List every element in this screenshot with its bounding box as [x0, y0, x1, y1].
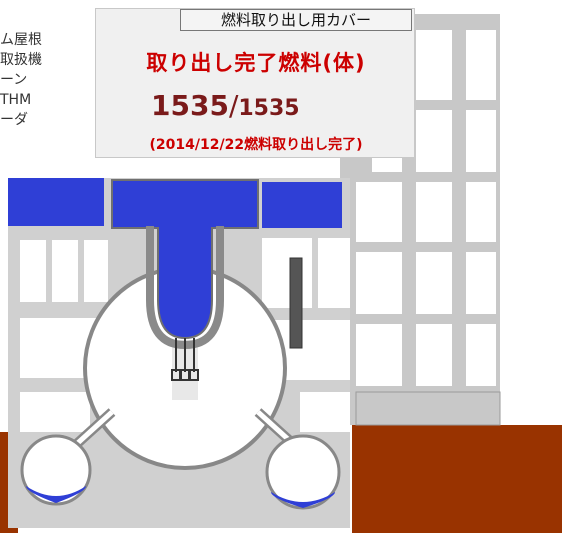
legend-item: ム屋根	[0, 32, 42, 48]
upper-floor-slab-right	[262, 182, 342, 228]
equipment-storage-rod	[289, 257, 303, 349]
legend-item: THM	[0, 92, 32, 108]
count-separator: /	[228, 89, 239, 122]
fuel-count: 1535/1535	[151, 89, 391, 122]
legend-item: 取扱機	[0, 52, 42, 68]
legend-item: ーダ	[0, 112, 28, 128]
legend-item: ーン	[0, 72, 28, 88]
spent-fuel-pool	[111, 179, 259, 340]
fuel-removal-status-panel: 燃料取り出し用カバー 取り出し完了燃料(体) 1535/1535 (2014/1…	[95, 8, 415, 158]
count-done: 1535	[151, 89, 229, 122]
upper-floor-slab-left	[8, 178, 104, 226]
completion-note: (2014/12/22燃料取り出し完了)	[149, 137, 363, 153]
panel-heading: 取り出し完了燃料(体)	[146, 51, 366, 75]
legend: ム屋根 取扱機 ーン THM ーダ	[0, 30, 90, 130]
count-total: 1535	[238, 96, 300, 121]
ground-right	[352, 425, 562, 533]
suppression-chamber-right	[265, 434, 341, 510]
suppression-chamber-left	[20, 434, 92, 506]
reactor-building	[8, 178, 350, 528]
panel-title: 燃料取り出し用カバー	[180, 9, 412, 31]
